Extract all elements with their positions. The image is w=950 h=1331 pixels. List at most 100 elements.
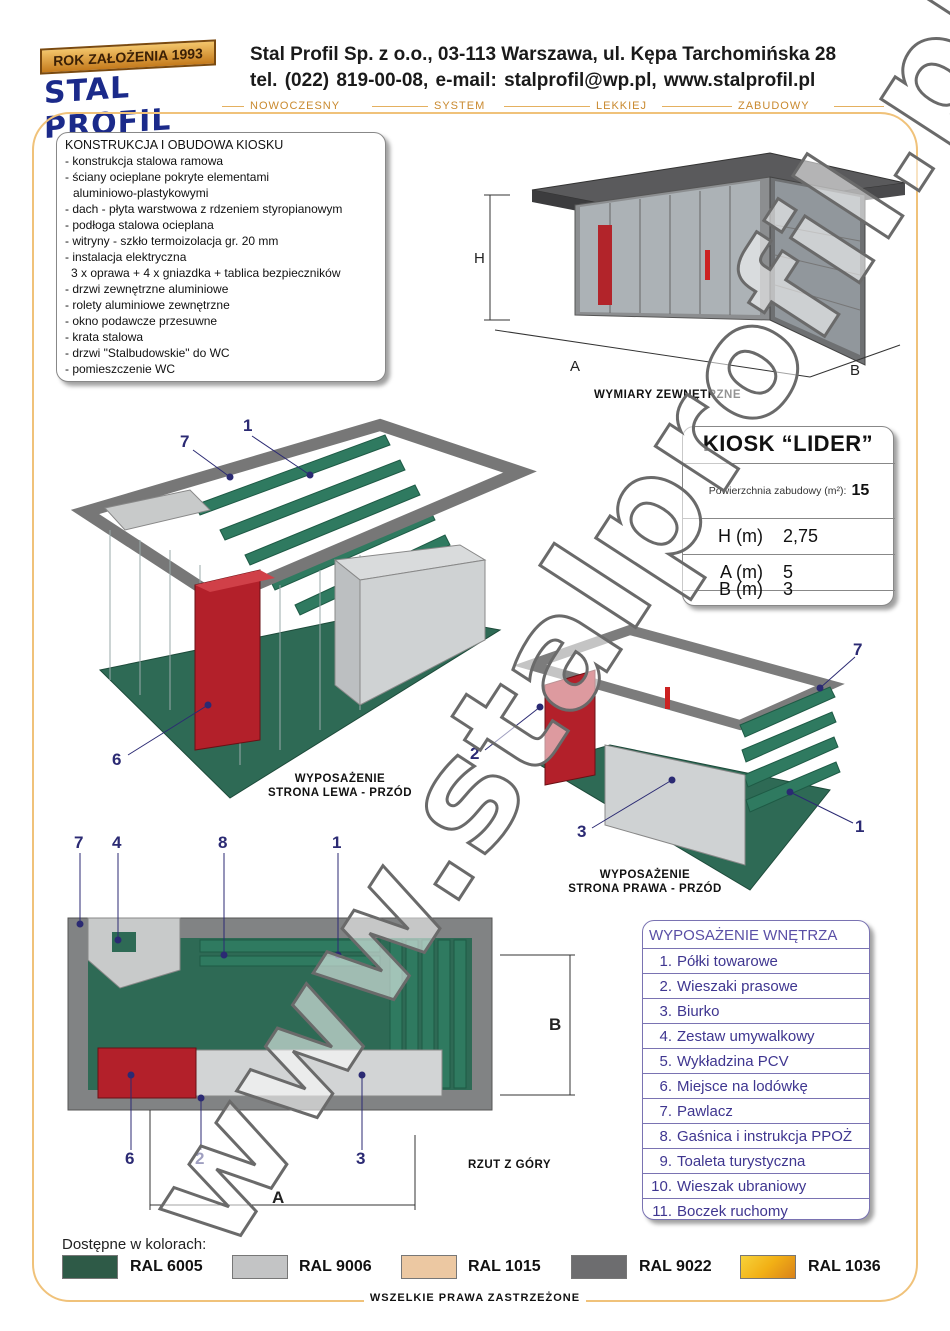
item-label: Pawlacz [677,1102,733,1120]
item-number: 2. [659,977,672,995]
item-label: Biurko [677,1002,720,1020]
list-item: - podłoga stalowa ocieplana [65,218,214,232]
color-swatch-ral-1015 [401,1255,457,1279]
dimension-label-b: B [850,362,861,379]
color-name: RAL 1036 [808,1258,881,1275]
list-item: 10.Wieszak ubraniowy [643,1173,869,1198]
item-number: 11. [652,1202,672,1220]
color-swatch-ral-6005 [62,1255,118,1279]
spec-row-a: A (m) 5 [683,554,895,590]
spec-key: H (m) [718,526,763,546]
rights-text: WSZELKIE PRAWA ZASTRZEŻONE [363,1292,587,1304]
slogan-divider [504,106,590,107]
slogan-divider [662,106,732,107]
exterior-kiosk-drawing [484,152,906,378]
item-label: Boczek ruchomy [677,1202,788,1220]
area-value: 15 [851,482,870,499]
callout-1: 1 [332,833,342,852]
footer: WSZELKIE PRAWA ZASTRZEŻONE [0,1288,950,1306]
callout-2: 2 [195,1149,205,1168]
item-number: 6. [659,1077,672,1095]
color-name: RAL 1015 [468,1258,541,1275]
list-item: - instalacja elektryczna [65,250,187,264]
slogan-divider [222,106,244,107]
item-label: Półki towarowe [677,952,778,970]
kiosk-spec-box: KIOSK “LIDER” Powierzchnia zabudowy (m²)… [682,426,895,607]
callout-8: 8 [218,833,228,852]
spec-key: A (m) [720,562,763,582]
callout-7: 7 [74,833,84,852]
item-number: 1. [659,952,672,970]
slogan-word: NOWOCZESNY [250,100,341,112]
callout-1: 1 [855,817,865,836]
list-item: - konstrukcja stalowa ramowa [65,154,224,168]
dimension-label-b: B [549,1015,562,1034]
list-item: 3.Biurko [643,998,869,1023]
spec-value: 5 [783,562,794,582]
list-item: 4. Zestaw umywalkowy [643,1023,869,1048]
spec-value: 2,75 [783,526,819,546]
color-name: RAL 9022 [639,1258,712,1275]
color-name: RAL 9006 [299,1258,372,1275]
exterior-caption: WYMIARY ZEWNĘTRZNE [594,389,741,401]
item-number: 5. [659,1052,672,1070]
dimension-label-h: H [474,250,485,267]
item-label: Miejsce na lodówkę [677,1077,808,1095]
list-item: - drzwi zewnętrzne aluminiowe [65,282,229,296]
list-item: aluminiowo-plastykowymi [73,186,209,200]
area-label: Powierzchnia zabudowy (m²): [708,485,847,497]
callout-3: 3 [577,822,587,841]
dimension-label-a: A [272,1188,285,1207]
color-swatch-ral-1036 [740,1255,796,1279]
construction-title: KONSTRUKCJA I OBUDOWA KIOSKU [65,138,284,152]
caption-line: WYPOSAŻENIE [599,869,691,881]
callout-6: 6 [112,750,122,769]
construction-box: KONSTRUKCJA I OBUDOWA KIOSKU - konstrukc… [56,132,386,382]
list-item: - pomieszczenie WC [65,362,176,376]
right-view-caption: WYPOSAŻENIE STRONA PRAWA - PRZÓD [565,868,725,896]
spec-row-b: B (m) 3 [683,571,895,607]
item-label: Toaleta turystyczna [677,1152,806,1170]
spec-row-h: H (m) 2,75 [683,518,895,554]
item-number: 7. [659,1102,672,1120]
slogan-word: ZABUDOWY [738,100,810,112]
item-number: 9. [659,1152,672,1170]
list-item: - krata stalowa [65,330,144,344]
list-item: 5. Wykładzina PCV [643,1048,869,1073]
color-swatch-ral-9006 [232,1255,288,1279]
callout-7: 7 [180,432,190,451]
item-number: 4. [659,1027,672,1045]
item-label: Wieszaki prasowe [677,977,798,995]
slogan-divider [834,106,884,107]
list-item: 1. Półki towarowe [643,948,869,973]
top-view-caption: RZUT Z GÓRY [468,1159,552,1171]
item-label: Wykładzina PCV [677,1052,789,1070]
list-item: 7. Pawlacz [643,1098,869,1123]
callout-1: 1 [243,416,253,435]
top-view-plan [67,917,493,1111]
company-address: Stal Profil Sp. z o.o., 03-113 Warszawa,… [250,44,837,65]
kiosk-name: KIOSK “LIDER” [702,431,874,456]
caption-line: STRONA PRAWA - PRZÓD [568,883,722,895]
colors-label: Dostępne w kolorach: [62,1236,207,1253]
spec-value: 3 [783,578,794,599]
construction-list: - konstrukcja stalowa ramowa - ściany oc… [65,153,377,377]
equipment-list-box: WYPOSAŻENIE WNĘTRZA 1. Półki towarowe 2. W… [642,920,870,1220]
list-item: - dach - płyta warstwowa z rdzeniem styr… [65,202,343,216]
list-item: 3 x oprawa + 4 x gniazdka + tablica bezp… [71,266,341,280]
item-label: Zestaw umywalkowy [677,1027,815,1045]
equipment-title: WYPOSAŻENIE WNĘTRZA [649,927,838,944]
item-number: 8. [659,1127,672,1145]
slogan-word: LEKKIEJ [596,100,648,112]
list-item: 8.Gaśnica i instrukcja PPOŻ [643,1123,869,1148]
callout-7: 7 [853,640,863,659]
color-name: RAL 6005 [130,1258,203,1275]
dimension-label-a: A [570,358,581,375]
list-item: - drzwi "Stalbudowskie" do WC [65,346,230,360]
spec-key: B (m) [719,578,763,599]
list-item: - rolety aluminiowe zewnętrzne [65,298,230,312]
slogan-divider [372,106,428,107]
item-number: 10. [651,1177,672,1195]
